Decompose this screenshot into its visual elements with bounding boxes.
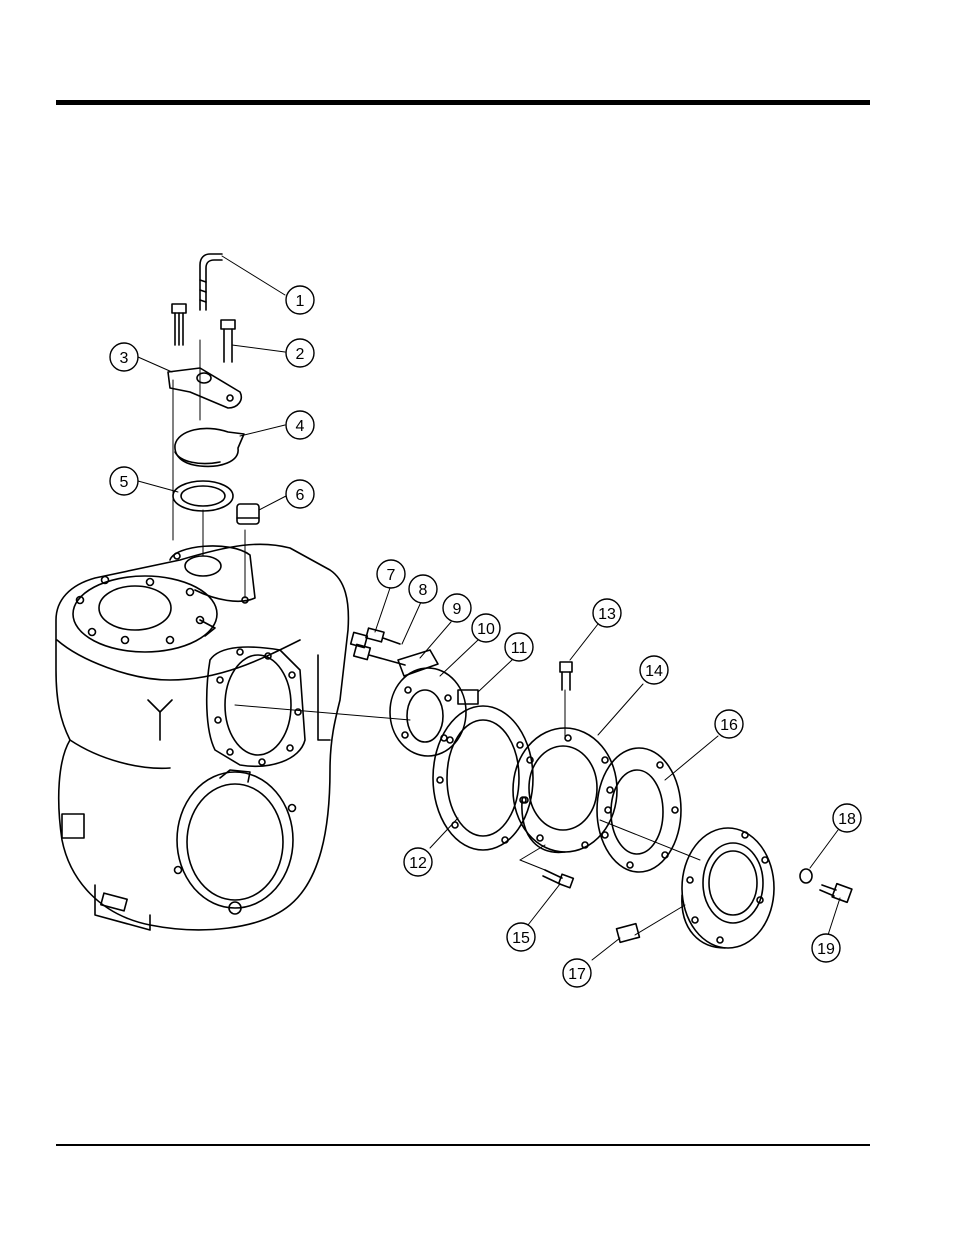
callout-14-label: 14 <box>645 663 663 680</box>
callout-14: 14 <box>640 656 668 684</box>
callout-12-label: 12 <box>409 855 427 872</box>
callout-1-label: 1 <box>296 293 305 310</box>
callout-6-label: 6 <box>296 487 305 504</box>
cover-gasket-part <box>173 481 233 511</box>
pump-casing <box>56 544 348 930</box>
callout-9-label: 9 <box>453 601 462 618</box>
callout-5-label: 5 <box>120 474 129 491</box>
clamp-bar-part <box>168 368 241 408</box>
spacer-ring-part <box>513 728 617 852</box>
callout-7: 7 <box>377 560 405 588</box>
callout-10: 10 <box>472 614 500 642</box>
bracket-part <box>398 650 438 676</box>
callout-13: 13 <box>593 599 621 627</box>
key-part <box>458 690 478 704</box>
hardware-group-7-8 <box>351 628 405 665</box>
callout-15-label: 15 <box>512 930 530 947</box>
callout-19: 19 <box>812 934 840 962</box>
callout-2-label: 2 <box>296 346 305 363</box>
callout-8: 8 <box>409 575 437 603</box>
callout-7-label: 7 <box>387 567 396 584</box>
callout-4: 4 <box>286 411 314 439</box>
callout-10-label: 10 <box>477 621 495 638</box>
screw-part <box>543 870 573 888</box>
t-handle-part <box>200 254 222 310</box>
callout-13-label: 13 <box>598 606 616 623</box>
callout-3-label: 3 <box>120 350 129 367</box>
callout-2: 2 <box>286 339 314 367</box>
callout-6: 6 <box>286 480 314 508</box>
discharge-flange-part <box>682 828 774 948</box>
callout-group: 1 2 3 4 5 6 7 8 9 10 11 12 13 14 15 16 1… <box>110 286 861 987</box>
leader-lines <box>138 256 840 960</box>
callout-16: 16 <box>715 710 743 738</box>
callout-16-label: 16 <box>720 717 738 734</box>
callout-15: 15 <box>507 923 535 951</box>
fill-plug-part <box>237 504 259 524</box>
callout-19-label: 19 <box>817 941 835 958</box>
callout-5: 5 <box>110 467 138 495</box>
callout-17: 17 <box>563 959 591 987</box>
clamp-bolt-part <box>172 304 235 362</box>
pipe-plug-part <box>617 924 640 943</box>
callout-12: 12 <box>404 848 432 876</box>
callout-17-label: 17 <box>568 966 586 983</box>
callout-18-label: 18 <box>838 811 856 828</box>
callout-11-label: 11 <box>511 640 528 657</box>
capscrew-part <box>560 662 572 690</box>
discharge-gasket-part <box>597 748 681 872</box>
callout-11: 11 <box>505 633 533 661</box>
callout-4-label: 4 <box>296 418 305 435</box>
callout-18: 18 <box>833 804 861 832</box>
callout-8-label: 8 <box>419 582 428 599</box>
cover-plate-part <box>175 428 244 466</box>
callout-1: 1 <box>286 286 314 314</box>
hex-bolt-part <box>820 884 852 903</box>
lock-washer-part <box>800 869 812 883</box>
callout-3: 3 <box>110 343 138 371</box>
callout-9: 9 <box>443 594 471 622</box>
